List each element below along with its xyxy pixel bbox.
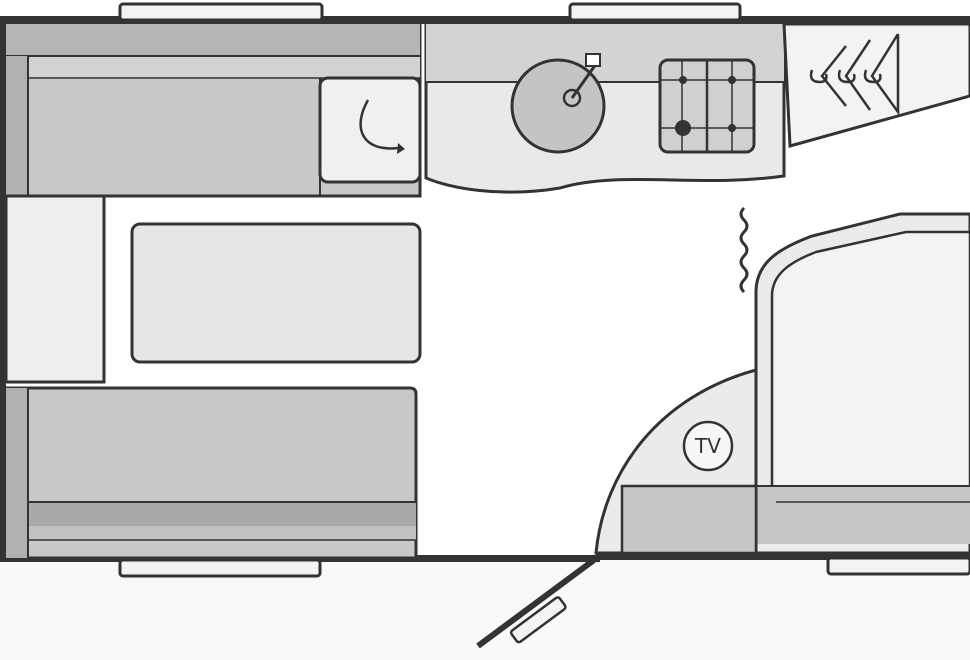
- curtain-divider: [739, 206, 749, 294]
- tv-icon: [682, 420, 734, 472]
- top-wall: [0, 16, 970, 24]
- window-top-left: [118, 2, 324, 22]
- entrance-door: [476, 557, 596, 649]
- clothes-hanger-icon: [809, 33, 900, 116]
- front-wall: [0, 20, 6, 560]
- tap-icon: [570, 63, 598, 99]
- washroom: [754, 212, 970, 555]
- hob: [658, 58, 756, 154]
- upper-lounge-seat: [4, 22, 422, 198]
- burner-icon: [728, 124, 736, 132]
- burner-icon: [728, 76, 736, 84]
- arrow-head-icon: [397, 143, 405, 154]
- bottom-wall-right: [596, 553, 970, 560]
- burner-large-icon: [675, 120, 691, 136]
- table: [130, 222, 422, 364]
- front-wall-panel: [4, 194, 106, 384]
- wardrobe: [782, 22, 970, 148]
- corner-cupboard: [318, 76, 422, 184]
- sink-drain-icon: [562, 88, 582, 108]
- burner-icon: [679, 76, 687, 84]
- window-bottom-left: [118, 558, 322, 578]
- door-swing-arrow-icon: [359, 99, 399, 150]
- lower-lounge-seat: [4, 386, 418, 560]
- tv-label: TV: [694, 434, 721, 458]
- window-top-middle: [568, 2, 742, 22]
- kitchen-counter: [424, 22, 786, 194]
- tv-unit: TV: [594, 368, 758, 555]
- window-bottom-right: [826, 556, 970, 576]
